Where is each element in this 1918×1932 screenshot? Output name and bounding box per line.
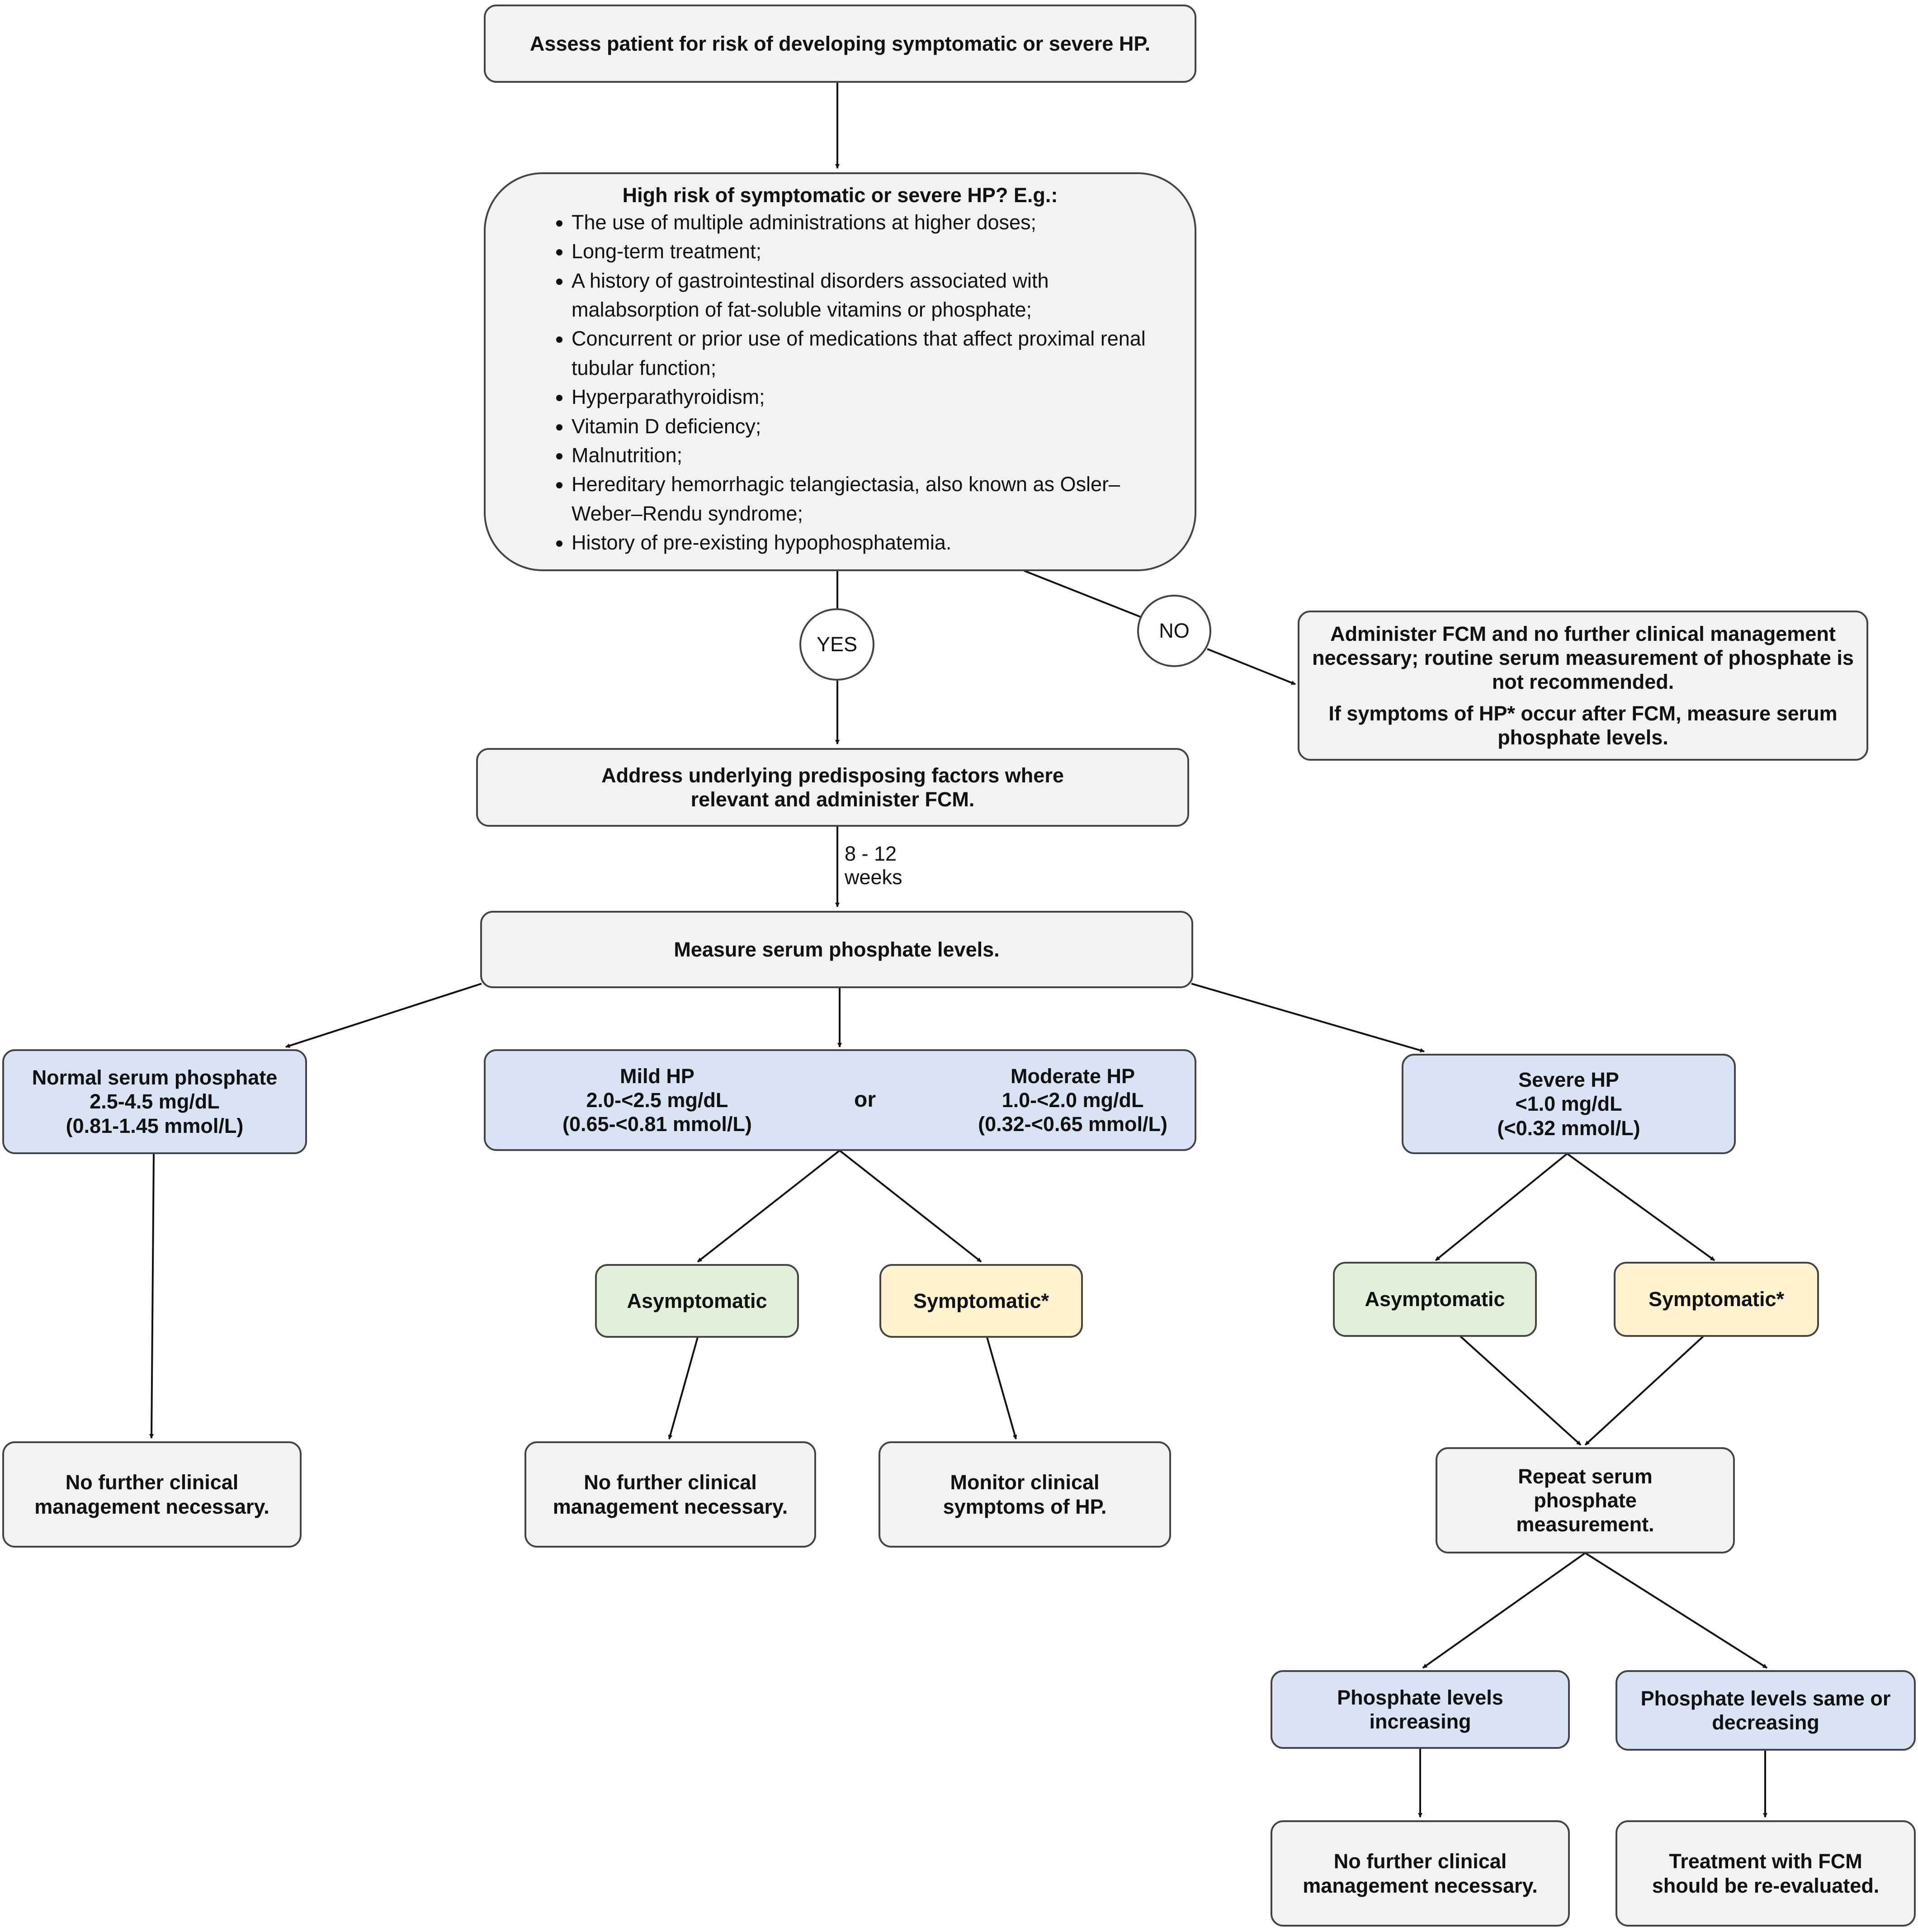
arrow-mild-to-asym	[697, 1150, 841, 1263]
risk-item: Long-term treatment;	[572, 237, 1163, 266]
arrow-no-to-outcome	[1207, 648, 1296, 685]
start-box: Assess patient for risk of developing sy…	[484, 5, 1196, 83]
severe-asymptomatic-box: Asymptomatic	[1333, 1262, 1537, 1337]
mid-asymptomatic-box: Asymptomatic	[595, 1264, 799, 1338]
decreasing-text: Phosphate levels same or decreasing	[1640, 1686, 1891, 1734]
mild-moderate-hp-box: Mild HP 2.0-<2.5 mg/dL (0.65-<0.81 mmol/…	[484, 1049, 1196, 1151]
mid-symptomatic-outcome-box: Monitor clinical symptoms of HP.	[879, 1441, 1171, 1548]
risk-item: Hereditary hemorrhagic telangiectasia, a…	[572, 470, 1163, 528]
no-outcome-box: Administer FCM and no further clinical m…	[1298, 611, 1868, 761]
severe-mmol: (<0.32 mmol/L)	[1497, 1116, 1640, 1140]
moderate-title: Moderate HP	[1011, 1064, 1135, 1088]
mid-asymptomatic-outcome-box: No further clinical management necessary…	[524, 1441, 816, 1548]
mid-asymptomatic-outcome-text: No further clinical management necessary…	[553, 1471, 788, 1518]
severe-asymptomatic-text: Asymptomatic	[1365, 1288, 1505, 1311]
or-label: or	[854, 1088, 876, 1112]
severe-mgdl: <1.0 mg/dL	[1515, 1092, 1622, 1116]
severe-hp-box: Severe HP <1.0 mg/dL (<0.32 mmol/L)	[1402, 1054, 1736, 1154]
normal-phosphate-box: Normal serum phosphate 2.5-4.5 mg/dL (0.…	[2, 1049, 307, 1154]
normal-mmol: (0.81-1.45 mmol/L)	[66, 1114, 244, 1137]
severe-title: Severe HP	[1518, 1068, 1619, 1092]
risk-item: Vitamin D deficiency;	[572, 412, 1163, 441]
risk-item: The use of multiple administrations at h…	[572, 208, 1163, 237]
yes-circle: YES	[799, 608, 874, 681]
address-text: Address underlying predisposing factors …	[601, 763, 1064, 811]
no-outcome-symptoms-text: If symptoms of HP* occur after FCM, meas…	[1328, 701, 1838, 749]
decreasing-outcome-box: Treatment with FCM should be re-evaluate…	[1616, 1820, 1916, 1927]
mid-symptomatic-outcome-text: Monitor clinical symptoms of HP.	[943, 1471, 1107, 1518]
repeat-measurement-box: Repeat serum phosphate measurement.	[1436, 1447, 1735, 1553]
normal-outcome-text: No further clinical management necessary…	[34, 1471, 269, 1518]
arrow-mid-asym-to-outcome	[668, 1337, 699, 1440]
arrow-mild-to-sym	[839, 1150, 982, 1263]
increasing-text: Phosphate levels increasing	[1337, 1686, 1503, 1733]
measure-text: Measure serum phosphate levels.	[674, 938, 1000, 961]
yes-label: YES	[816, 633, 858, 656]
arrow-severe-to-sym	[1566, 1153, 1715, 1261]
no-outcome-text: Administer FCM and no further clinical m…	[1312, 622, 1854, 694]
mid-asymptomatic-text: Asymptomatic	[627, 1289, 767, 1312]
start-text: Assess patient for risk of developing sy…	[529, 32, 1151, 55]
phosphate-increasing-box: Phosphate levels increasing	[1271, 1670, 1570, 1749]
no-label: NO	[1159, 619, 1190, 642]
risk-title: High risk of symptomatic or severe HP? E…	[622, 184, 1058, 207]
hp-split-row: Mild HP 2.0-<2.5 mg/dL (0.65-<0.81 mmol/…	[562, 1064, 1167, 1136]
moderate-mgdl: 1.0-<2.0 mg/dL	[1002, 1088, 1144, 1112]
arrow-mid-sym-to-outcome	[986, 1337, 1017, 1440]
moderate-mmol: (0.32-<0.65 mmol/L)	[978, 1113, 1167, 1136]
arrow-sev-sym-to-repeat	[1584, 1335, 1704, 1446]
phosphate-decreasing-box: Phosphate levels same or decreasing	[1616, 1670, 1916, 1751]
mid-symptomatic-text: Symptomatic*	[913, 1289, 1049, 1312]
mild-mmol: (0.65-<0.81 mmol/L)	[562, 1113, 752, 1136]
normal-outcome-box: No further clinical management necessary…	[2, 1441, 302, 1548]
moderate-hp-group: Moderate HP 1.0-<2.0 mg/dL (0.32-<0.65 m…	[978, 1064, 1167, 1136]
no-circle: NO	[1137, 595, 1211, 667]
arrow-severe-to-asym	[1435, 1153, 1568, 1261]
arrow-repeat-to-increasing	[1422, 1552, 1586, 1669]
arrow-sev-asym-to-repeat	[1460, 1335, 1582, 1446]
interval-line1: 8 - 12	[845, 842, 897, 865]
increasing-outcome-box: No further clinical management necessary…	[1271, 1820, 1570, 1927]
risk-item: Concurrent or prior use of medications t…	[572, 324, 1163, 383]
line-risk-to-no	[1024, 570, 1142, 618]
arrow-repeat-to-decreasing	[1584, 1552, 1768, 1669]
risk-list: The use of multiple administrations at h…	[558, 208, 1163, 557]
risk-item: History of pre-existing hypophosphatemia…	[572, 528, 1163, 557]
repeat-text: Repeat serum phosphate measurement.	[1516, 1464, 1654, 1536]
increasing-outcome-text: No further clinical management necessary…	[1303, 1850, 1538, 1897]
arrow-measure-to-normal	[285, 983, 482, 1048]
severe-symptomatic-text: Symptomatic*	[1648, 1288, 1785, 1311]
mild-mgdl: 2.0-<2.5 mg/dL	[586, 1088, 728, 1112]
arrow-normal-to-outcome	[149, 1153, 155, 1439]
decreasing-outcome-text: Treatment with FCM should be re-evaluate…	[1652, 1850, 1880, 1897]
interval-label: 8 - 12 weeks	[845, 842, 902, 889]
arrow-measure-to-severe	[1191, 983, 1425, 1053]
interval-line2: weeks	[845, 865, 902, 889]
mid-symptomatic-box: Symptomatic*	[879, 1264, 1083, 1338]
severe-symptomatic-box: Symptomatic*	[1614, 1262, 1819, 1337]
mild-hp-group: Mild HP 2.0-<2.5 mg/dL (0.65-<0.81 mmol/…	[562, 1064, 752, 1136]
measure-box: Measure serum phosphate levels.	[480, 911, 1193, 988]
address-factors-box: Address underlying predisposing factors …	[476, 748, 1189, 827]
mild-title: Mild HP	[619, 1064, 694, 1088]
risk-item: A history of gastrointestinal disorders …	[572, 266, 1163, 325]
risk-criteria-box: High risk of symptomatic or severe HP? E…	[484, 172, 1196, 571]
normal-mgdl: 2.5-4.5 mg/dL	[90, 1090, 220, 1113]
risk-item: Malnutrition;	[572, 441, 1163, 470]
risk-item: Hyperparathyroidism;	[572, 383, 1163, 412]
normal-title: Normal serum phosphate	[32, 1066, 278, 1089]
